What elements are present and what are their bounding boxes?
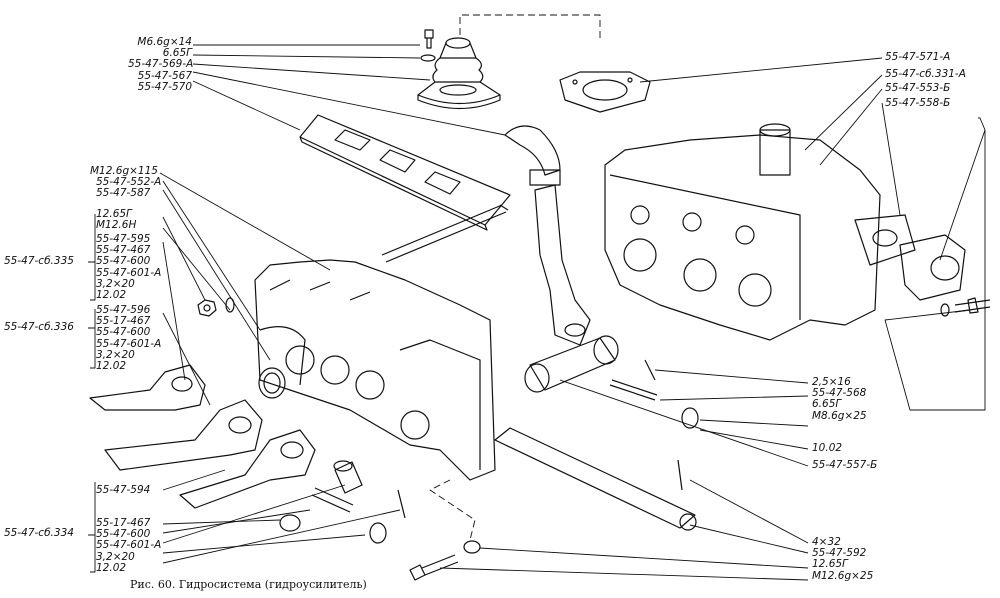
label-plate: 55-47-570 xyxy=(137,80,192,93)
label-gasket: 55-47-571-А xyxy=(885,51,951,63)
lever-assembly-335 xyxy=(89,364,206,411)
cover-plate xyxy=(299,114,511,231)
group-336-item: 55-47-600 xyxy=(96,326,151,339)
seal-ring xyxy=(258,367,286,399)
group-335-item: 55-47-600 xyxy=(96,255,151,268)
long-stud xyxy=(381,204,509,263)
group-334-item: 55-47-601-А xyxy=(96,539,162,552)
group-336-item: 55-47-601-А xyxy=(96,337,162,350)
bushing xyxy=(333,460,363,494)
label-cotter-4x32: 4×32 xyxy=(812,536,841,548)
label-washer-10: 10.02 xyxy=(812,442,843,454)
group-335-item: 55-47-595 xyxy=(96,233,151,245)
cotter-pin-rod xyxy=(677,459,683,491)
nut-m12 xyxy=(197,297,235,317)
control-lever xyxy=(534,184,591,346)
pin xyxy=(311,487,354,513)
group-334-item: 55-17-467 xyxy=(96,517,151,529)
group-334-top: 55-47-594 xyxy=(96,484,151,496)
labels-left-mid: М12.6g×115 55-47-552-А 55-47-587 xyxy=(90,165,162,200)
bolt-m8 xyxy=(940,297,991,317)
label-flange: 55-47-553-Б xyxy=(885,82,951,95)
leader-lines xyxy=(88,44,986,581)
label-nut: М12.6Н xyxy=(96,219,137,232)
group-336-item: 12.02 xyxy=(96,360,127,373)
label-piston: 55-47-557-Б xyxy=(812,459,878,471)
group-336-item: 55-17-467 xyxy=(96,315,151,328)
group-336-name: 55-47-сб.336 xyxy=(4,321,74,333)
group-335-items: 55-47-595 55-47-467 55-47-600 55-47-601-… xyxy=(96,233,162,302)
assembly-axis-lines xyxy=(429,14,601,541)
flange-fitting xyxy=(899,234,966,301)
cotter-pin-right xyxy=(644,359,656,381)
label-rod: 55-47-592 xyxy=(812,547,867,560)
gasket-flange xyxy=(559,71,651,113)
valve-body-331 xyxy=(604,123,881,341)
label-washer-65: 6.65Г xyxy=(812,398,842,411)
labels-left-top: М6.6g×14 6.65Г 55-47-569-А 55-47-567 55-… xyxy=(128,36,194,93)
group-334-items: 55-17-467 55-47-600 55-47-601-А 3,2×20 1… xyxy=(96,517,162,574)
label-pin: 55-47-568 xyxy=(812,387,867,400)
label-washer-12b: 12.65Г xyxy=(812,558,848,571)
group-335-item: 55-47-467 xyxy=(96,244,151,257)
group-335-item: 3,2×20 xyxy=(96,277,135,290)
group-335-item: 55-47-601-А xyxy=(96,266,162,279)
pipe-elbow xyxy=(504,125,561,186)
group-334-item: 3,2×20 xyxy=(96,550,135,563)
label-bolt-m8: М8.6g×25 xyxy=(812,409,867,422)
bushing-small xyxy=(279,514,301,532)
label-stud: М12.6g×115 xyxy=(90,165,158,177)
label-washer: 6.65Г xyxy=(162,47,192,60)
group-336-items: 55-47-596 55-17-467 55-47-600 55-47-601-… xyxy=(96,304,162,373)
label-bolt-m6: М6.6g×14 xyxy=(137,36,192,48)
distributor-body xyxy=(254,259,496,481)
flange-gasket xyxy=(854,214,916,266)
labels-right-top: 55-47-571-А 55-47-сб.331-А 55-47-553-Б 5… xyxy=(885,51,966,109)
labels-group-335-top: 12.65Г М12.6Н xyxy=(96,208,137,232)
labels-right-mid: 2,5×16 55-47-568 6.65Г М8.6g×25 xyxy=(812,376,867,422)
group-334-item: 12.02 xyxy=(96,561,127,574)
pin-right xyxy=(609,379,658,401)
group-334-item: 55-47-600 xyxy=(96,528,151,541)
labels-right-bottom: 4×32 55-47-592 12.65Г М12.6g×25 xyxy=(812,536,874,582)
label-valve-assembly: 55-47-сб.331-А xyxy=(885,68,966,81)
group-336-item: 3,2×20 xyxy=(96,348,135,361)
label-body: 55-47-552-А xyxy=(96,176,162,189)
label-flange-gasket: 55-47-558-Б xyxy=(885,96,951,109)
washer-left xyxy=(369,522,387,544)
label-seal: 55-47-587 xyxy=(96,187,151,200)
lever-assembly-334 xyxy=(179,429,316,509)
label-boot: 55-47-567 xyxy=(137,69,192,82)
label-washer-12: 12.65Г xyxy=(96,208,132,220)
label-cotter: 2,5×16 xyxy=(812,376,851,388)
group-334-name: 55-47-сб.334 xyxy=(4,527,74,539)
cotter-pin-left xyxy=(397,489,406,519)
bolt-m6 xyxy=(420,29,436,62)
long-rod xyxy=(494,427,697,531)
group-335-name: 55-47-сб.335 xyxy=(4,255,74,267)
rubber-boot xyxy=(417,37,501,110)
label-bolt-m12: М12.6g×25 xyxy=(812,569,874,582)
piston xyxy=(524,335,619,393)
group-336-item: 55-47-596 xyxy=(96,304,151,316)
label-cap: 55-47-569-А xyxy=(128,58,194,71)
bolt-m12-bottom xyxy=(409,540,481,581)
group-335-item: 12.02 xyxy=(96,289,127,302)
lever-assembly-336 xyxy=(104,399,263,471)
washer-right xyxy=(681,407,699,429)
figure-caption: Рис. 60. Гидросистема (гидроусилитель) xyxy=(130,578,367,591)
